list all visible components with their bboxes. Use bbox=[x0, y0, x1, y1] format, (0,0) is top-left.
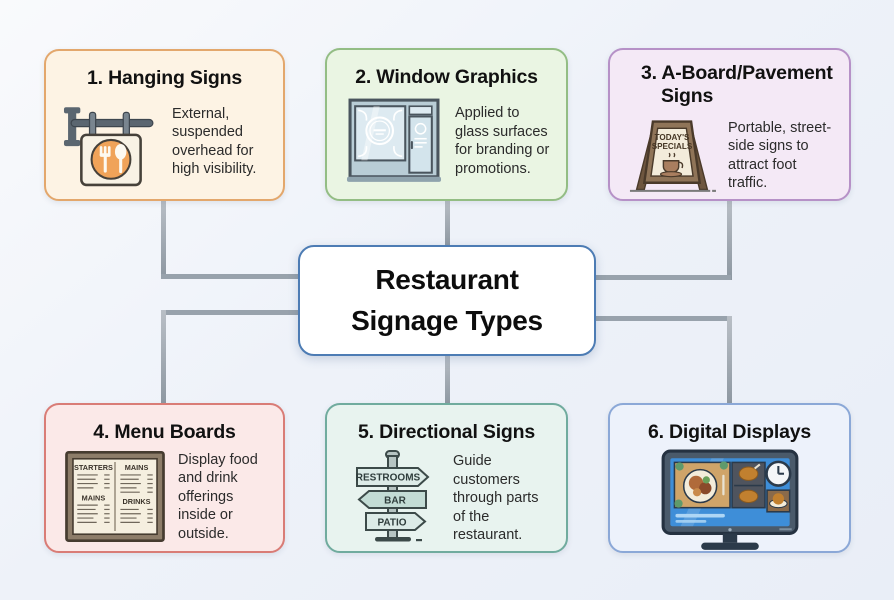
node-hanging-signs: 1. Hanging Signs bbox=[44, 49, 285, 201]
sign-restrooms-label: RESTROOMS bbox=[356, 473, 421, 484]
node-description: Display food and drink offerings inside … bbox=[178, 451, 258, 542]
menu-header-mains-left: MAINS bbox=[82, 494, 106, 503]
connector-window-to-center bbox=[445, 199, 450, 247]
node-description: Portable, street-side signs to attract f… bbox=[728, 119, 832, 192]
node-directional-signs: 5. Directional Signs RESTROOMS BAR PATIO… bbox=[325, 403, 568, 553]
a-board-icon: TODAY'S SPECIALS bbox=[624, 113, 720, 199]
connector-center-to-menu-horizontal bbox=[161, 310, 300, 315]
connector-center-to-digital-horizontal bbox=[594, 316, 731, 321]
node-digital-displays: 6. Digital Displays bbox=[608, 403, 851, 553]
node-title: 1. Hanging Signs bbox=[87, 67, 242, 89]
node-description: External, suspended overhead for high vi… bbox=[172, 105, 257, 178]
aboard-text-line2: SPECIALS bbox=[652, 142, 693, 151]
node-title: 6. Digital Displays bbox=[647, 421, 812, 443]
hanging-sign-icon bbox=[60, 95, 164, 189]
sign-patio-label: PATIO bbox=[377, 518, 406, 529]
signpost-icon: RESTROOMS BAR PATIO bbox=[341, 448, 445, 548]
node-window-graphics: 2. Window Graphics bbox=[325, 48, 568, 201]
node-aboard-pavement-signs: 3. A-Board/Pavement Signs TODAY'S SPECIA… bbox=[608, 48, 851, 201]
connector-aboard-to-center-horizontal bbox=[594, 275, 731, 280]
menu-header-starters: STARTERS bbox=[74, 463, 113, 472]
node-description: Guide customers through parts of the res… bbox=[453, 453, 539, 544]
menu-header-drinks: DRINKS bbox=[123, 497, 151, 506]
node-title: 5. Directional Signs bbox=[358, 421, 535, 443]
node-description: Applied to glass surfaces for branding o… bbox=[455, 105, 550, 177]
sign-bar-label: BAR bbox=[384, 496, 406, 507]
connector-aboard-to-center-vertical bbox=[727, 199, 732, 280]
menu-board-icon: STARTERS MAINS MAINS DRINKS bbox=[60, 448, 170, 545]
connector-center-to-menu-vertical bbox=[161, 310, 166, 405]
aboard-text-line1: TODAY'S bbox=[655, 133, 690, 142]
connector-center-to-directional bbox=[445, 354, 450, 405]
connector-hanging-to-center-horizontal bbox=[161, 274, 301, 279]
menu-header-mains-right: MAINS bbox=[125, 463, 149, 472]
digital-display-icon bbox=[655, 448, 805, 555]
node-menu-boards: 4. Menu Boards STARTERS MAINS MAINS DRIN… bbox=[44, 403, 285, 553]
node-title: 3. A-Board/Pavement Signs bbox=[641, 62, 833, 108]
storefront-window-icon bbox=[341, 95, 447, 187]
diagram-title: Restaurant Signage Types bbox=[351, 264, 543, 336]
connector-hanging-to-center-vertical bbox=[161, 199, 166, 279]
node-title: 4. Menu Boards bbox=[93, 421, 236, 443]
center-node: Restaurant Signage Types bbox=[298, 245, 596, 356]
node-title: 2. Window Graphics bbox=[355, 66, 538, 88]
connector-center-to-digital-vertical bbox=[727, 316, 732, 405]
